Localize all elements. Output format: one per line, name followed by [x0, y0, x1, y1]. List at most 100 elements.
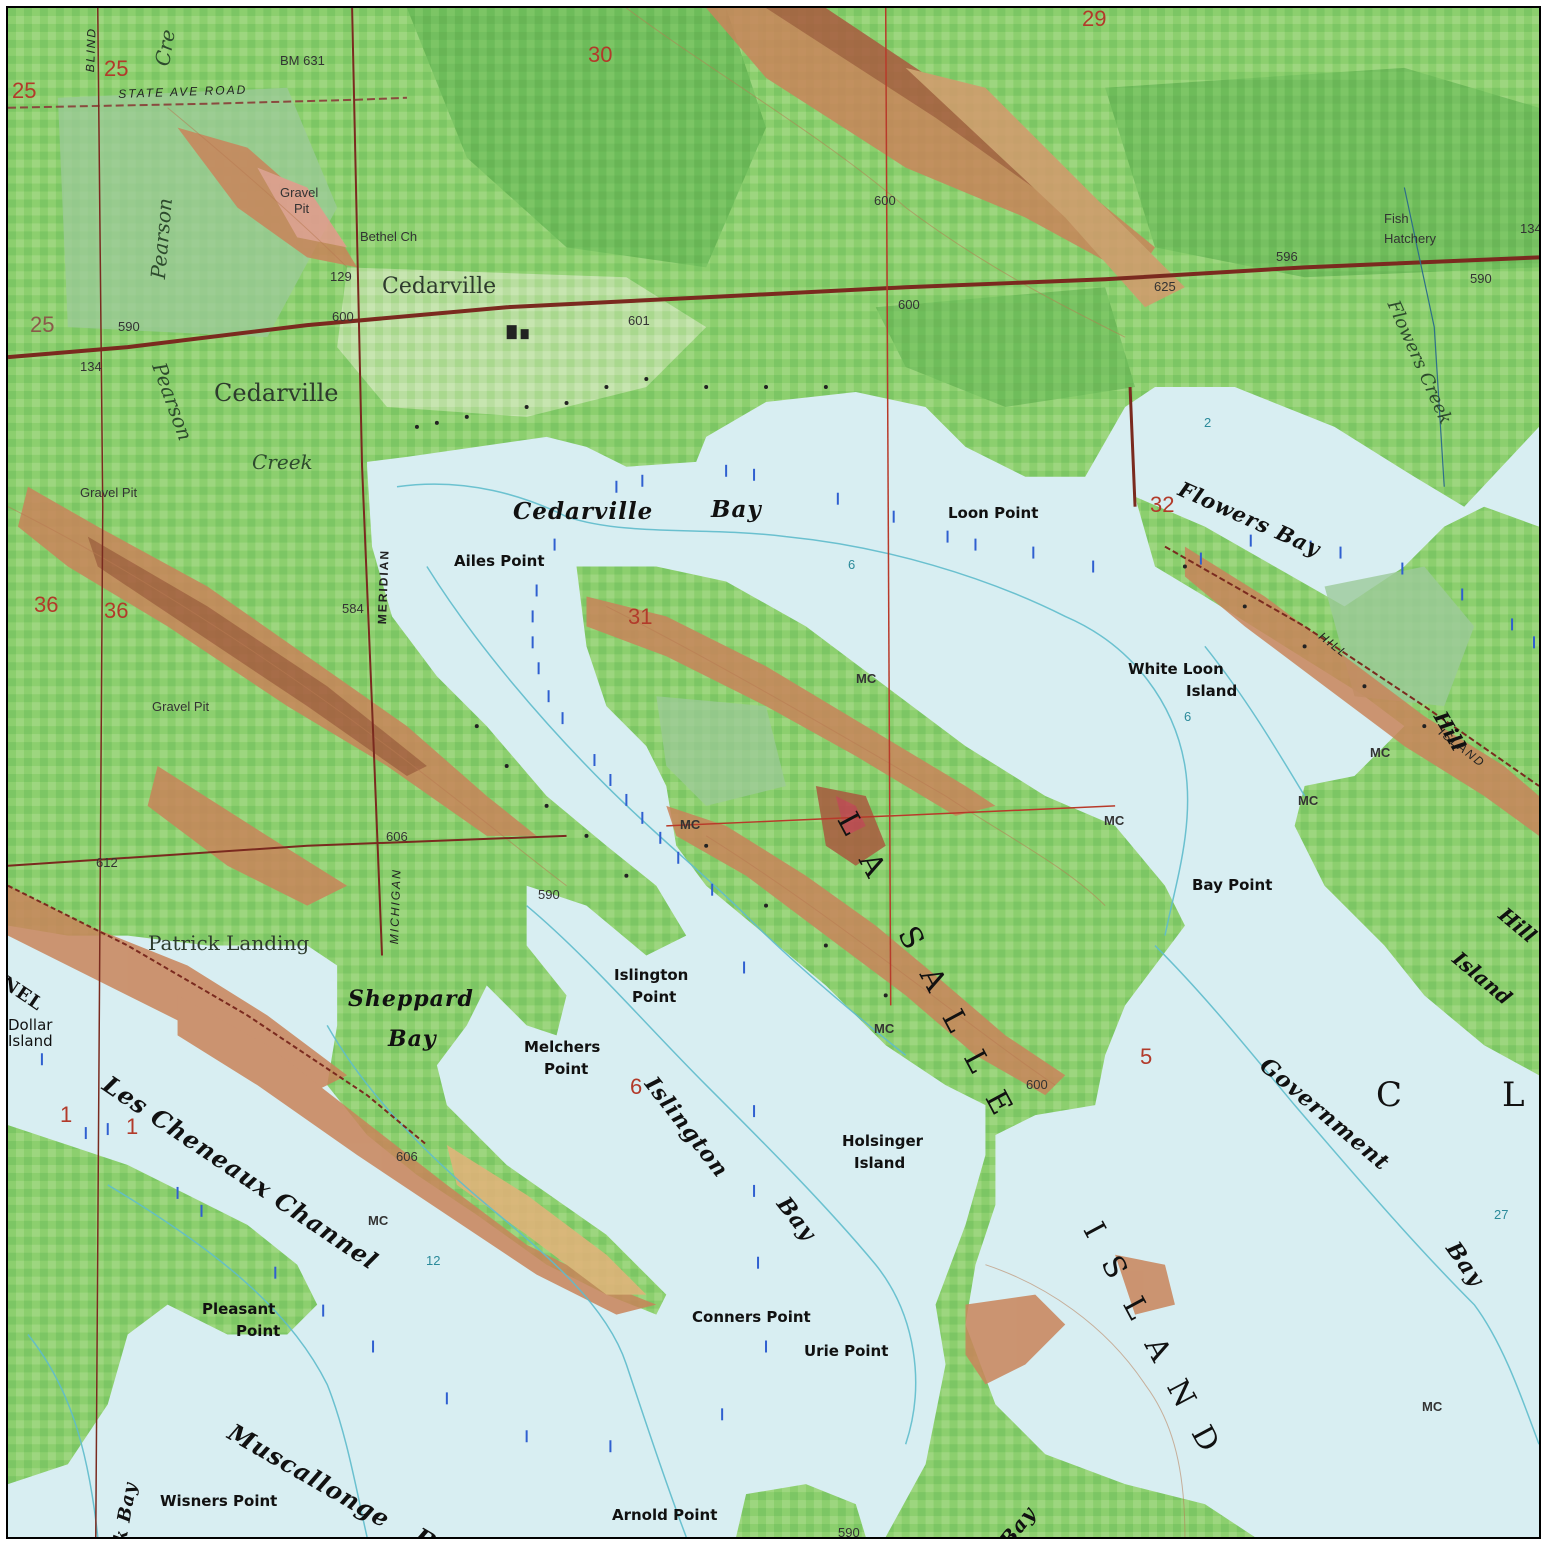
- label-fish-hatchery-1: Fish: [1384, 211, 1409, 226]
- label-pleasant-point-1: Pleasant: [202, 1300, 276, 1318]
- depth-contours: [27, 483, 1539, 1537]
- label-gravel-pit-2: Gravel Pit: [152, 699, 210, 714]
- label-dollar-island-1: Dollar: [8, 1016, 53, 1034]
- elev-590c: 590: [538, 887, 560, 902]
- mc-marker-8: MC: [1422, 1399, 1443, 1414]
- section-31: 31: [628, 604, 653, 629]
- label-white-loon-2: Island: [1186, 682, 1238, 700]
- label-white-loon-1: White Loon: [1128, 660, 1224, 678]
- forest-patch-3: [875, 287, 1136, 407]
- la-salle-lowland: [656, 696, 786, 806]
- label-letter-l: L: [1502, 1075, 1525, 1115]
- elev-6b: 6: [1184, 709, 1192, 724]
- label-creek-top: Cre: [150, 27, 181, 68]
- label-sheppard-bay-2: Bay: [388, 1026, 437, 1052]
- elev-590a: 590: [118, 319, 140, 334]
- elev-584: 584: [342, 601, 364, 616]
- elev-6a: 6: [848, 557, 856, 572]
- label-cedarville-bay-2: Bay: [711, 496, 762, 523]
- building-dots: [414, 325, 1427, 998]
- section-5: 5: [1140, 1044, 1153, 1069]
- label-cedarville-town: Cedarville: [382, 274, 497, 299]
- label-bay-point: Bay Point: [1192, 876, 1273, 894]
- mc-marker-5: MC: [368, 1213, 389, 1228]
- elev-606a: 606: [386, 829, 408, 844]
- label-conners-point: Conners Point: [692, 1308, 811, 1326]
- label-gravel-pit-1: Gravel Pit: [80, 485, 138, 500]
- elev-606b: 606: [396, 1149, 418, 1164]
- lowland-west: [57, 87, 338, 338]
- elevation-contours: [8, 8, 1186, 1537]
- label-cedarville-town-2: Cedarville: [214, 379, 339, 407]
- elev-600a: 600: [332, 309, 354, 324]
- ridges: [8, 8, 1539, 1385]
- west-peninsula: [8, 466, 687, 1315]
- forest-patch-1: [406, 8, 767, 268]
- label-dollar-island-2: Island: [8, 1032, 53, 1050]
- elev-600b: 600: [898, 297, 920, 312]
- mc-marker-1: MC: [856, 671, 877, 686]
- elev-590d: 590: [838, 1525, 860, 1539]
- section-29: 29: [1082, 6, 1107, 31]
- label-ailes-point: Ailes Point: [454, 552, 545, 570]
- topographic-map: Cedarville Bay Flowers Bay Sheppard Bay …: [6, 6, 1541, 1539]
- elev-596: 596: [1276, 249, 1298, 264]
- label-holsinger-2: Island: [854, 1154, 906, 1172]
- label-gravel-pit-4: Pit: [294, 201, 310, 216]
- label-cedarville-bay-1: Cedarville: [513, 498, 654, 525]
- elev-600d: 600: [874, 193, 896, 208]
- label-benchmark: BM 631: [280, 53, 325, 68]
- roads: [8, 8, 1539, 1537]
- section-36a: 36: [34, 592, 59, 617]
- label-loon-point: Loon Point: [948, 504, 1039, 522]
- dock-ticks: [40, 464, 1536, 1453]
- label-patrick-landing: Patrick Landing: [148, 931, 310, 955]
- label-pearson-creek-1: Pearson: [146, 197, 177, 280]
- section-1a: 1: [60, 1102, 73, 1127]
- elev-12: 12: [426, 1253, 441, 1268]
- label-melchers-point-1: Melchers: [524, 1038, 601, 1056]
- map-graphic: [8, 8, 1539, 1537]
- label-arnold-point: Arnold Point: [612, 1506, 718, 1524]
- label-blind: BLIND: [83, 26, 99, 73]
- mc-marker-4: MC: [874, 1021, 895, 1036]
- label-bethel-ch: Bethel Ch: [360, 229, 418, 244]
- elev-625: 625: [1154, 279, 1176, 294]
- section-25a: 25: [104, 56, 129, 81]
- section-25c: 25: [30, 312, 55, 337]
- section-32: 32: [1150, 492, 1175, 517]
- elev-590b: 590: [1470, 271, 1492, 286]
- label-creek: Creek: [252, 450, 313, 474]
- elev-129: 129: [330, 269, 352, 284]
- label-wisners-point: Wisners Point: [160, 1492, 278, 1510]
- elev-27: 27: [1494, 1207, 1509, 1222]
- section-36b: 36: [104, 598, 129, 623]
- label-gravel-pit-3: Gravel: [280, 185, 319, 200]
- elev-2: 2: [1204, 415, 1212, 430]
- label-melchers-point-2: Point: [544, 1060, 589, 1078]
- label-sheppard-bay-1: Sheppard: [348, 986, 474, 1012]
- elev-134b: 134: [80, 359, 102, 374]
- mc-marker-2: MC: [680, 817, 701, 832]
- elev-600c: 600: [1026, 1077, 1048, 1092]
- elev-612: 612: [96, 855, 118, 870]
- mc-marker-7: MC: [1298, 793, 1319, 808]
- label-islington-point-2: Point: [632, 988, 677, 1006]
- label-urie-point: Urie Point: [804, 1342, 889, 1360]
- lowland-town: [337, 267, 707, 417]
- section-6: 6: [630, 1074, 643, 1099]
- la-salle-island: [576, 566, 1255, 1537]
- label-meridian: MERIDIAN: [375, 548, 392, 625]
- label-pleasant-point-2: Point: [236, 1322, 281, 1340]
- elev-134: 134: [1520, 221, 1541, 236]
- forest-patch-2: [1105, 67, 1539, 278]
- mc-marker-3: MC: [1104, 813, 1125, 828]
- mc-marker-6: MC: [1370, 745, 1391, 760]
- southwest-land: [8, 1125, 318, 1485]
- south-tip: [736, 1484, 866, 1537]
- section-30: 30: [588, 42, 613, 67]
- label-holsinger-1: Holsinger: [842, 1132, 924, 1150]
- section-1b: 1: [126, 1114, 139, 1139]
- section-25b: 25: [12, 78, 37, 103]
- label-islington-point-1: Islington: [614, 966, 689, 984]
